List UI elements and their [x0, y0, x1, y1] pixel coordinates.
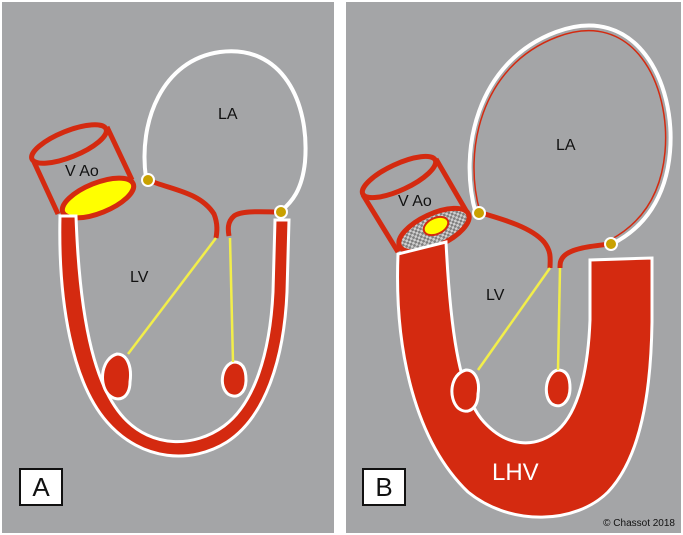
mitral-posterior-leaflet — [557, 241, 611, 269]
chorda-posterior — [556, 267, 562, 371]
annulus-marker-mitral — [604, 237, 618, 251]
chorda-anterior — [127, 237, 217, 355]
panel-letter-b: B — [362, 468, 406, 506]
papillary-muscle-right — [544, 368, 572, 408]
annulus-marker-mitral — [274, 205, 288, 219]
left-atrium-wall — [142, 49, 308, 213]
label-lv: LV — [130, 269, 149, 286]
papillary-muscle-left — [450, 368, 480, 413]
label-la: LA — [556, 137, 576, 154]
left-ventricle-wall-hypertrophic — [396, 240, 654, 519]
papillary-muscle-right — [220, 360, 248, 398]
heart-diagram-hypertrophy: LA LV V Ao LHV — [359, 23, 673, 519]
label-valve: V Ao — [398, 193, 432, 210]
label-valve: V Ao — [65, 163, 99, 180]
annulus-marker-aortic — [141, 173, 155, 187]
aortic-valve-opening — [422, 215, 450, 237]
chorda-posterior — [228, 237, 235, 363]
mitral-posterior-leaflet — [225, 209, 282, 237]
label-la: LA — [218, 106, 238, 123]
left-atrium-wall — [467, 23, 673, 246]
label-lhv: LHV — [492, 459, 539, 486]
copyright-notice: © Chassot 2018 — [603, 518, 675, 529]
aortic-root — [29, 122, 137, 221]
panel-letter-a: A — [19, 468, 63, 506]
mitral-anterior-leaflet — [477, 209, 553, 269]
annulus-marker-aortic — [472, 206, 486, 220]
mitral-anterior-leaflet — [147, 177, 220, 239]
aortic-root — [359, 153, 472, 255]
panel-b: LA LV V Ao LHV B © Chassot 2018 — [346, 2, 681, 533]
panel-a: LA LV V Ao A — [2, 2, 334, 533]
heart-diagram-normal: LA LV V Ao — [29, 49, 308, 458]
left-ventricle-wall — [58, 214, 291, 458]
chorda-anterior — [476, 267, 552, 371]
papillary-muscle-left — [101, 352, 132, 401]
label-lv: LV — [486, 287, 505, 304]
aortic-valve-opening — [59, 175, 137, 221]
